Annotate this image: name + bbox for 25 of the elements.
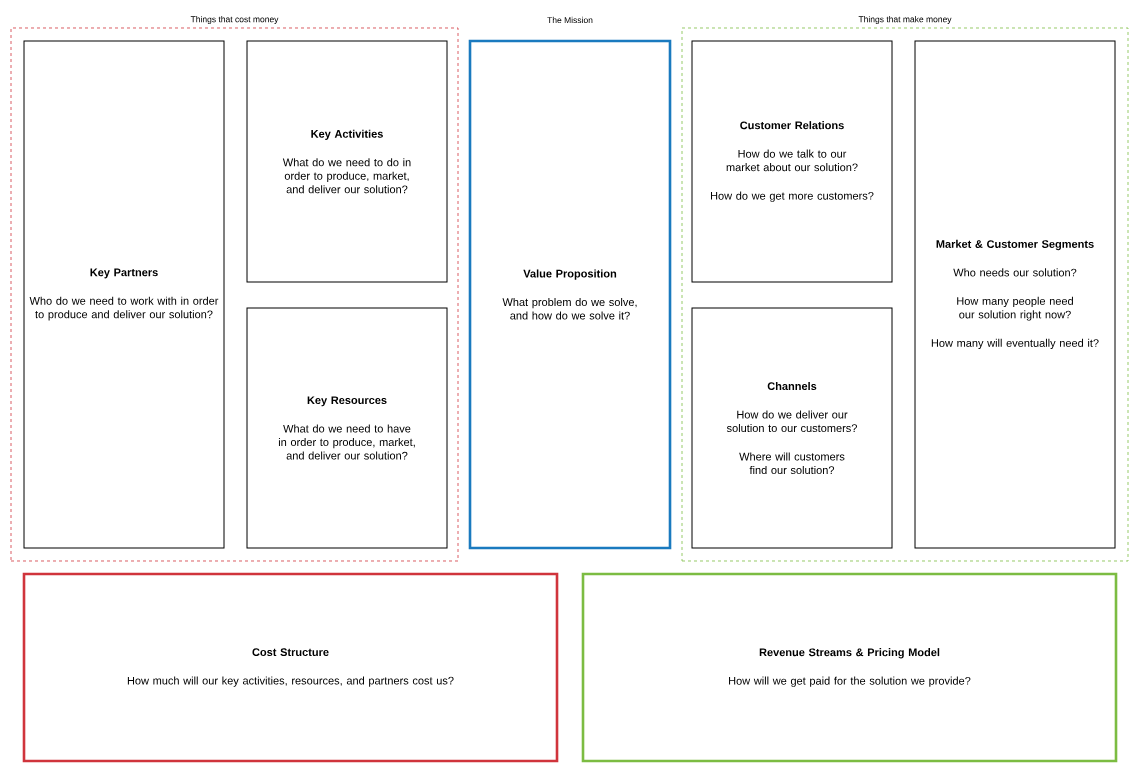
question: How do we deliver our solution to our customers? <box>726 410 857 433</box>
group-heading: Things that make money <box>858 16 952 24</box>
question: Who do we need to work with in order to produce and deliver our solution? <box>29 296 219 321</box>
block-title: Customer Relations <box>740 121 844 130</box>
question: Where will customers find our solution? <box>739 452 845 475</box>
question: How do we get more customers? <box>711 191 874 202</box>
block-title: Key Partners <box>90 268 158 279</box>
block-title: Channels <box>767 381 817 391</box>
question: What do we need to do in order to produce, market, and deliver our solution? <box>282 158 411 194</box>
block-title: Key Activities <box>311 129 383 140</box>
question: How do we talk to our market about our solution? <box>726 149 858 172</box>
question: How many people need our solution right now? <box>957 296 1073 321</box>
group-heading: Things that cost money <box>190 16 279 24</box>
question: Who needs our solution? <box>953 268 1077 277</box>
block-title: Key Resources <box>307 396 387 407</box>
group-heading: The Mission <box>547 16 593 24</box>
block-title: Revenue Streams & Pricing Model <box>759 648 940 659</box>
block-title: Cost Structure <box>252 648 329 657</box>
question: How will we get paid for the solution we provide? <box>729 676 971 687</box>
question: How much will our key activities, resources, and partners cost us? <box>127 676 454 687</box>
block-title: Market & Customer Segments <box>936 239 1094 251</box>
block-title: Value Proposition <box>523 269 617 280</box>
question: How many will eventually need it? <box>931 338 1099 350</box>
question: What problem do we solve, and how do we solve it? <box>502 297 637 320</box>
question: What do we need to have in order to produce, market, and deliver our solution? <box>278 424 415 460</box>
